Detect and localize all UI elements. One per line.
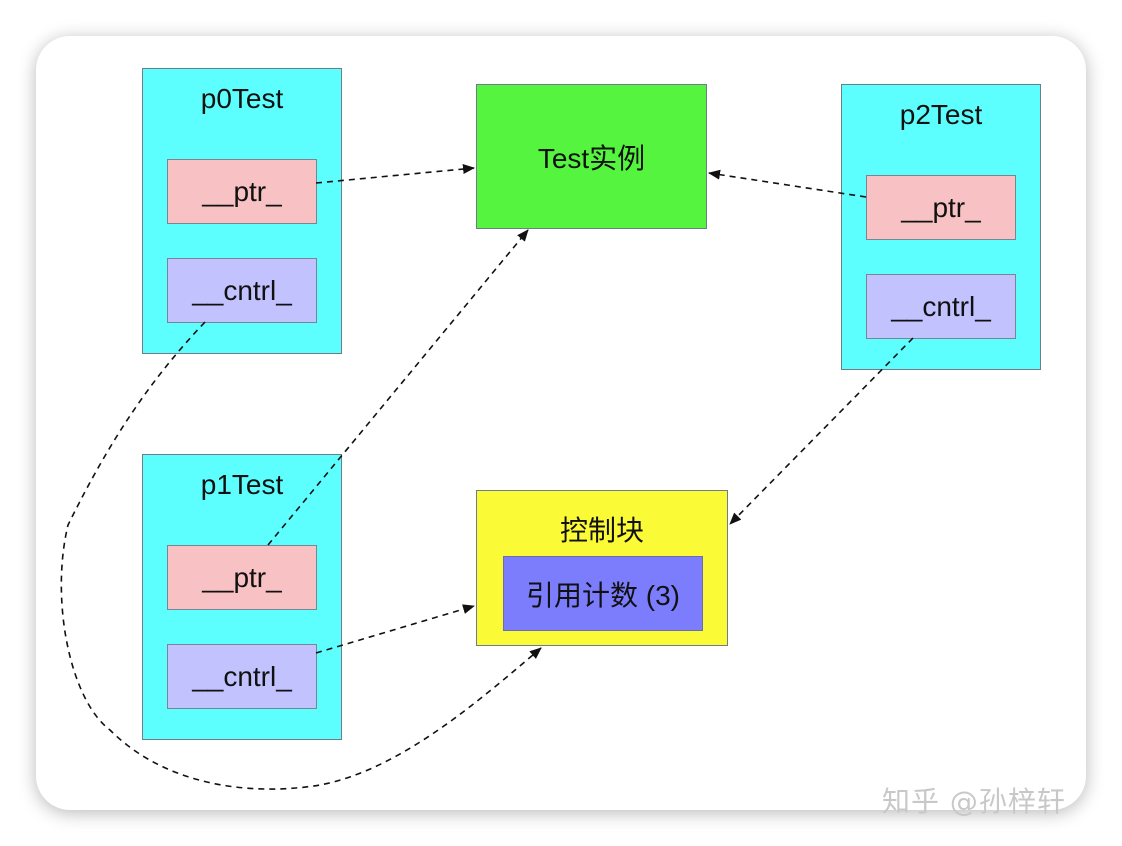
edge-p2-cntrl-to-control: [729, 337, 914, 525]
holder-p0-ptr-field: __ptr_: [167, 159, 317, 224]
holder-p2-title: p2Test: [899, 99, 983, 130]
holder-p1-cntrl-field: __cntrl_: [167, 644, 317, 709]
watermark-text: 知乎 @孙梓轩: [882, 785, 1066, 818]
ref-count-box: 引用计数 (3): [503, 556, 703, 631]
control-block-title: 控制块: [559, 515, 644, 546]
holder-p2-ptr-field: __ptr_: [866, 175, 1016, 240]
holder-p2: p2Test __ptr_ __cntrl_: [841, 84, 1041, 370]
holder-p1: p1Test __ptr_ __cntrl_: [142, 454, 342, 740]
holder-p0-cntrl-field: __cntrl_: [167, 258, 317, 323]
edge-p2-ptr-to-instance: [708, 169, 867, 198]
holder-p2-cntrl-field: __cntrl_: [866, 274, 1016, 339]
holder-p0: p0Test __ptr_ __cntrl_: [142, 68, 342, 354]
test-instance-box: Test实例: [476, 84, 707, 229]
holder-p0-title: p0Test: [200, 83, 284, 114]
edge-p1-cntrl-to-control: [315, 604, 475, 654]
holder-p1-title: p1Test: [200, 469, 284, 500]
edge-p0-ptr-to-instance: [315, 164, 475, 184]
edge-p1-ptr-to-instance: [267, 229, 529, 546]
edge-p0-cntrl-to-control: [60, 321, 542, 790]
ref-count-label: 引用计数 (3): [525, 579, 680, 611]
test-instance-label: Test实例: [537, 142, 646, 174]
holder-p1-ptr-field: __ptr_: [167, 545, 317, 610]
control-block-box: 控制块 引用计数 (3): [476, 490, 728, 646]
